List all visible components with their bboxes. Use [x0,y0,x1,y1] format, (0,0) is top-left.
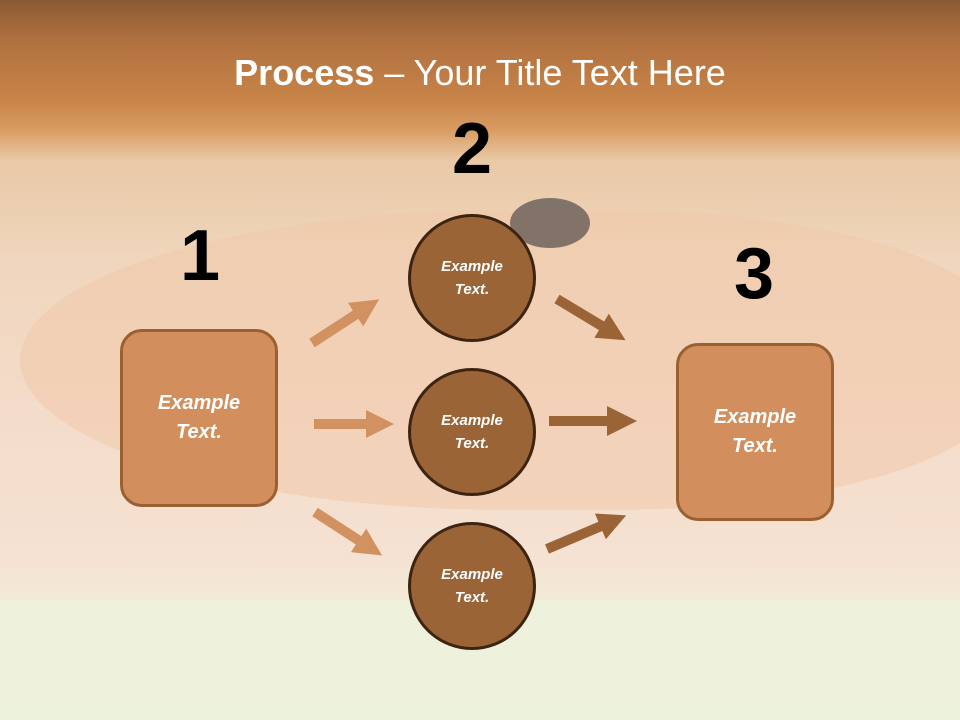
circle-middle-text: Example Text. [441,412,503,452]
arrow-middle-to-right [549,406,637,436]
right-step-box: Example Text. [676,343,834,521]
step-number-1: 1 [179,216,221,296]
circle-top-text: Example Text. [441,258,503,298]
arrow-left-to-middle [314,410,394,438]
title-rest: – Your Title Text Here [374,52,726,93]
circle-bottom-text: Example Text. [441,566,503,606]
arrow-top-to-right [554,294,626,341]
slide-title: Process – Your Title Text Here [0,52,960,94]
right-box-text: Example Text. [713,406,797,457]
circle-middle: Example Text. [408,368,536,496]
step-number-2: 2 [451,109,493,189]
arrow-bottom-to-right [545,513,627,554]
circle-top: Example Text. [408,214,536,342]
title-bold: Process [234,52,375,93]
step-number-3: 3 [733,234,775,314]
circle-bottom: Example Text. [408,522,536,650]
left-step-box: Example Text. [120,329,278,507]
arrow-left-to-top [309,299,380,348]
arrow-left-to-bottom [312,507,383,556]
left-box-text: Example Text. [157,392,241,443]
